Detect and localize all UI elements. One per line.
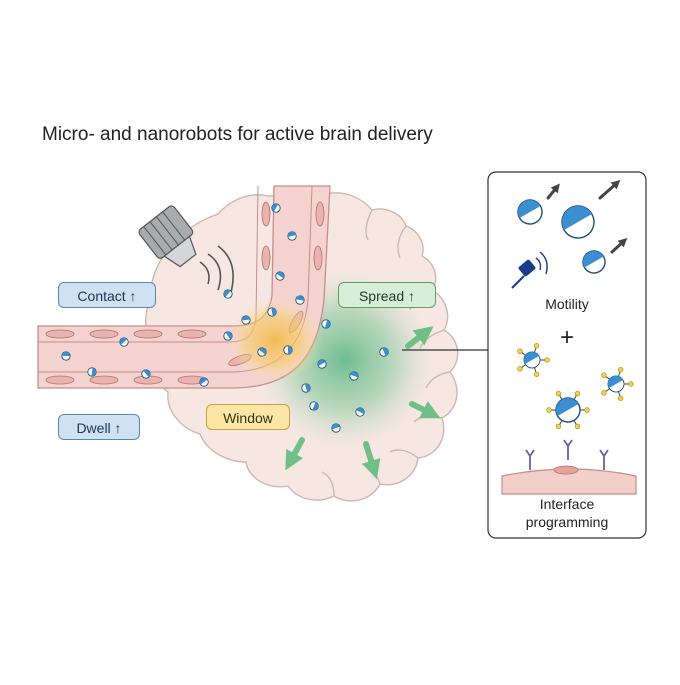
nanorobot-icon <box>275 271 285 281</box>
dwell-label: Dwell ↑ <box>58 414 140 440</box>
motility-illustration <box>546 180 628 254</box>
ligand-icon <box>617 395 624 401</box>
nanorobot-icon <box>283 345 293 355</box>
nanorobot-icon <box>287 231 297 241</box>
nanorobot-icon <box>517 199 543 225</box>
nanorobot-icon <box>349 371 359 381</box>
nanorobot-icon <box>241 315 251 325</box>
nanorobot-icon <box>267 307 277 317</box>
window-region <box>227 298 323 382</box>
receptor-icon <box>525 439 609 470</box>
ligand-icon <box>533 343 540 349</box>
ligand-icon <box>584 407 590 413</box>
ligand-icon <box>517 348 523 354</box>
nanorobots <box>61 203 389 433</box>
ultrasound-transducer-icon <box>138 205 197 268</box>
motility-label: Motility <box>545 296 589 312</box>
nanorobot-icon <box>331 423 341 433</box>
nanorobot-icon <box>223 331 233 341</box>
nanorobot-icon <box>355 407 365 417</box>
ligand-icon <box>628 381 634 387</box>
interface-label-line2: programming <box>525 514 609 530</box>
ligand-icon <box>601 390 607 396</box>
nanorobot-icon <box>61 351 71 361</box>
ligand-icon <box>574 423 581 430</box>
nanorobot-icon <box>223 289 233 299</box>
nanorobot-icon <box>199 377 209 387</box>
ligand-icon <box>601 372 607 378</box>
figure-title: Micro- and nanorobots for active brain d… <box>42 124 433 145</box>
ligand-icon <box>555 423 562 430</box>
nanorobot-icon <box>523 351 541 369</box>
interface-label-line1: Interface <box>539 496 595 512</box>
nanorobot-icon <box>257 347 267 357</box>
nanorobot-icon <box>561 205 595 239</box>
window-label: Window <box>206 404 290 430</box>
ligand-icon <box>574 390 581 397</box>
nanorobot-icon <box>309 401 319 411</box>
nanorobot-icon <box>295 295 305 305</box>
nanorobot-icon <box>379 347 389 357</box>
nanorobot-icon <box>119 337 129 347</box>
contact-label: Contact ↑ <box>58 282 156 308</box>
magnetic-field-source-icon <box>511 251 548 289</box>
panel-robots <box>517 199 606 274</box>
nanorobot-icon <box>271 203 281 213</box>
nanorobot-icon <box>607 375 625 393</box>
nanorobot-icon <box>582 250 606 274</box>
ligand-icon <box>617 367 624 373</box>
nanorobot-icon <box>141 369 151 379</box>
ligand-icon <box>544 357 550 363</box>
target-cell <box>501 439 637 495</box>
nanorobot-icon <box>87 367 97 377</box>
ligand-icon <box>555 390 562 397</box>
nanorobot-icon <box>321 319 331 329</box>
nanorobot-icon <box>301 383 311 393</box>
ultrasound-waves <box>199 245 234 297</box>
plus-sign: + <box>559 324 574 351</box>
ligand-robots <box>517 343 634 430</box>
spread-arrows <box>285 326 441 480</box>
ligand-icon <box>546 407 552 413</box>
ligand-icon <box>533 371 540 377</box>
endothelial-cells <box>45 201 325 385</box>
spread-label: Spread ↑ <box>338 282 436 308</box>
ligand-icon <box>517 366 523 372</box>
nanorobot-icon <box>317 359 327 369</box>
nanorobot-icon <box>555 397 581 423</box>
